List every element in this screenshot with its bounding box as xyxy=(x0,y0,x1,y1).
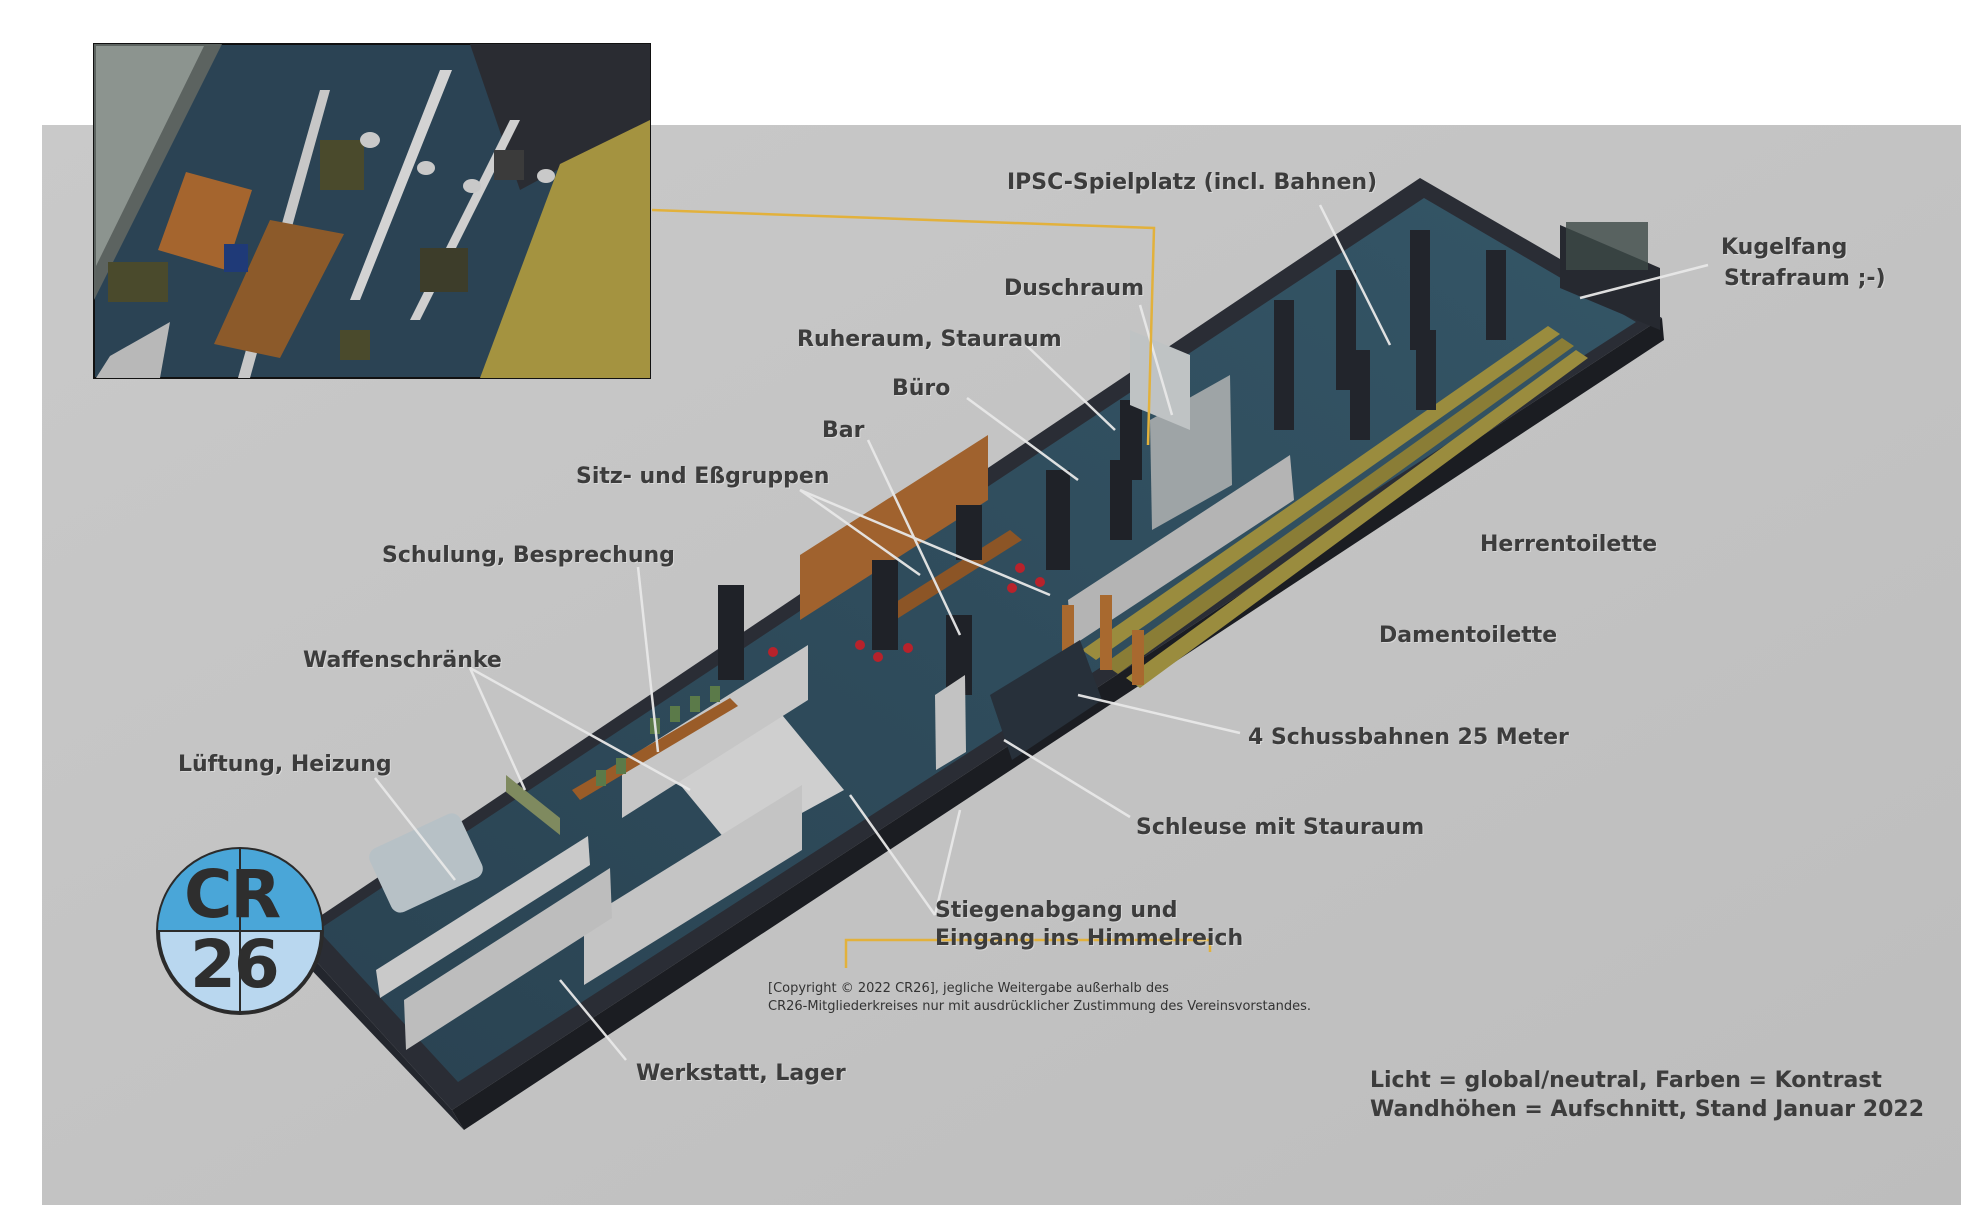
bar-wood-wall xyxy=(800,435,988,620)
label-damen: Damentoilette xyxy=(1379,623,1558,648)
interior-wall-a xyxy=(622,645,808,818)
columns xyxy=(718,400,1142,695)
shooting-lane-1 xyxy=(1082,326,1560,660)
label-herren: Herrentoilette xyxy=(1480,532,1658,557)
staircase xyxy=(668,710,844,850)
cr26-logo xyxy=(156,847,324,1015)
label-ruheraum: Ruheraum, Stauraum xyxy=(797,327,1062,352)
workshop-partition xyxy=(376,836,590,998)
logo-text-bottom: 26 xyxy=(190,926,280,1003)
floor xyxy=(318,198,1636,1082)
label-strafraum: Strafraum ;-) xyxy=(1724,266,1886,291)
logo-text-top: CR xyxy=(184,856,281,933)
meeting-table xyxy=(572,698,738,800)
bullet-trap-frame xyxy=(1566,222,1648,270)
baffles xyxy=(1274,230,1506,440)
label-schulung: Schulung, Besprechung xyxy=(382,543,675,568)
building xyxy=(292,178,1664,1130)
shooting-lane-2 xyxy=(1104,338,1574,674)
copyright-notice: [Copyright © 2022 CR26], jegliche Weiter… xyxy=(768,980,1311,1016)
heating-unit xyxy=(369,813,483,913)
inset-callout-line xyxy=(651,208,1156,446)
label-werkstatt: Werkstatt, Lager xyxy=(636,1061,846,1086)
label-stiegen-1: Stiegenabgang und xyxy=(935,898,1178,923)
label-waffen: Waffenschränke xyxy=(303,648,502,673)
label-sitz: Sitz- und Eßgruppen xyxy=(576,464,830,489)
range-side-wall xyxy=(1068,455,1294,646)
airlock xyxy=(990,640,1102,760)
label-duschraum: Duschraum xyxy=(1004,276,1145,301)
callout-lines xyxy=(374,204,1709,1061)
yellow-callouts xyxy=(651,208,1212,968)
shooting-lane-3 xyxy=(1126,350,1588,688)
entrance-bracket xyxy=(844,938,1212,968)
bar-counter xyxy=(880,530,1022,622)
outer-wall-left xyxy=(292,935,464,1130)
label-stiegen-2: Eingang ins Himmelreich xyxy=(935,926,1244,951)
label-ipsc: IPSC-Spielplatz (incl. Bahnen) xyxy=(1007,170,1378,195)
copyright-line-2: CR26-Mitgliederkreises nur mit ausdrückl… xyxy=(768,999,1312,1014)
render-notes: Licht = global/neutral, Farben = Kontras… xyxy=(1370,1066,1924,1124)
label-buero: Büro xyxy=(892,376,951,401)
copyright-line-1: [Copyright © 2022 CR26], jegliche Weiter… xyxy=(768,981,1169,996)
airlock-door xyxy=(935,675,966,770)
label-kugelfang: Kugelfang xyxy=(1721,235,1848,260)
inset-lane xyxy=(480,120,650,378)
render-note-1: Licht = global/neutral, Farben = Kontras… xyxy=(1370,1068,1882,1093)
inset-detail xyxy=(93,43,651,379)
weapon-cabinets xyxy=(506,775,560,835)
label-bahnen: 4 Schussbahnen 25 Meter xyxy=(1248,725,1569,750)
label-bar: Bar xyxy=(822,418,865,443)
render-note-2: Wandhöhen = Aufschnitt, Stand Januar 202… xyxy=(1370,1097,1925,1122)
stair-wall xyxy=(584,785,802,985)
label-schleuse: Schleuse mit Stauraum xyxy=(1136,815,1425,840)
partition-wall-lower xyxy=(404,868,612,1050)
label-lueftung: Lüftung, Heizung xyxy=(178,752,392,777)
shower-block xyxy=(1130,330,1190,430)
